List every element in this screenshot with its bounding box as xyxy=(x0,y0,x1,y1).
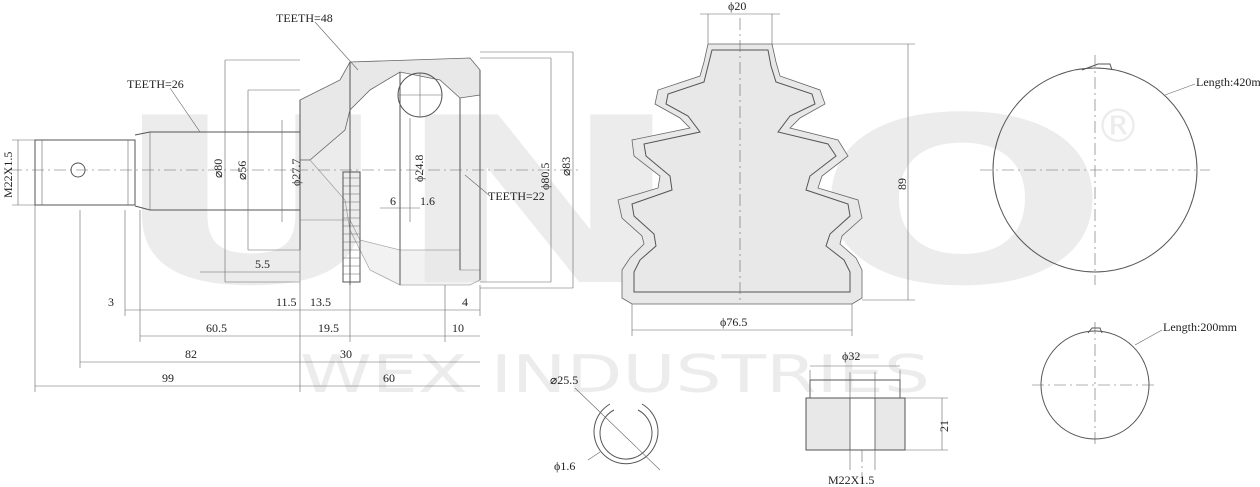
dia-24-8-label: ϕ24.8 xyxy=(412,155,426,182)
dia-56-label: ⌀56 xyxy=(235,161,249,180)
dim-30-label: 30 xyxy=(340,347,352,361)
dia-80-5-label: ϕ80.5 xyxy=(538,163,552,190)
dim-60-5-label: 60.5 xyxy=(206,321,227,335)
dim-60-label: 60 xyxy=(383,371,395,385)
nut-thread-label: M22X1.5 xyxy=(828,473,874,487)
dim-1-6-label: 1.6 xyxy=(420,194,435,208)
dim-82-label: 82 xyxy=(185,347,197,361)
large-clamp-view: Length:420mm xyxy=(980,55,1260,285)
dim-3-label: 3 xyxy=(108,295,114,309)
nut-height-21-label: 21 xyxy=(937,420,951,432)
dia-80-label: ⌀80 xyxy=(211,159,225,178)
small-clamp-view: Length:200mm xyxy=(1032,320,1238,448)
boot-view: ϕ20 89 ϕ76.5 xyxy=(617,0,915,336)
shaft-thread-label: M22X1.5 xyxy=(1,152,15,198)
watermark-company: WEX INDUSTRIES xyxy=(300,345,930,405)
boot-height-89-label: 89 xyxy=(895,178,909,190)
nut-dia-32-label: ϕ32 xyxy=(842,349,860,363)
teeth-48-label: TEETH=48 xyxy=(276,11,333,25)
nut-view: ϕ32 21 M22X1.5 xyxy=(805,349,951,487)
dim-10-label: 10 xyxy=(452,321,464,335)
cv-joint-view: TEETH=48 TEETH=26 TEETH=22 M22X1.5 ⌀80 ⌀… xyxy=(1,11,580,392)
circlip-dia-25-5-label: ⌀25.5 xyxy=(550,373,578,387)
watermark: UNIO ® WEX INDUSTRIES xyxy=(110,70,1141,405)
watermark-registered: ® xyxy=(1095,99,1141,153)
dim-4-label: 4 xyxy=(462,295,468,309)
dim-5-5-label: 5.5 xyxy=(255,257,270,271)
teeth-26-label: TEETH=26 xyxy=(127,77,184,91)
dim-13-5-label: 13.5 xyxy=(310,295,331,309)
watermark-brand: UNIO xyxy=(110,70,1110,337)
circlip-view: ⌀25.5 ϕ1.6 xyxy=(550,373,661,473)
teeth-22-label: TEETH=22 xyxy=(488,189,545,203)
dim-11-5-label: 11.5 xyxy=(276,295,297,309)
dim-6-label: 6 xyxy=(390,194,396,208)
dia-83-label: ⌀83 xyxy=(559,157,573,176)
dim-99-label: 99 xyxy=(162,371,174,385)
boot-dia-20-label: ϕ20 xyxy=(728,0,746,13)
large-clamp-length-label: Length:420mm xyxy=(1196,75,1260,89)
small-clamp-length-label: Length:200mm xyxy=(1163,320,1238,334)
circlip-dia-1-6-label: ϕ1.6 xyxy=(554,459,575,473)
dia-27-7-label: ϕ27.7 xyxy=(289,159,303,186)
boot-dia-76-5-label: ϕ76.5 xyxy=(720,315,747,329)
dim-19-5-label: 19.5 xyxy=(318,321,339,335)
